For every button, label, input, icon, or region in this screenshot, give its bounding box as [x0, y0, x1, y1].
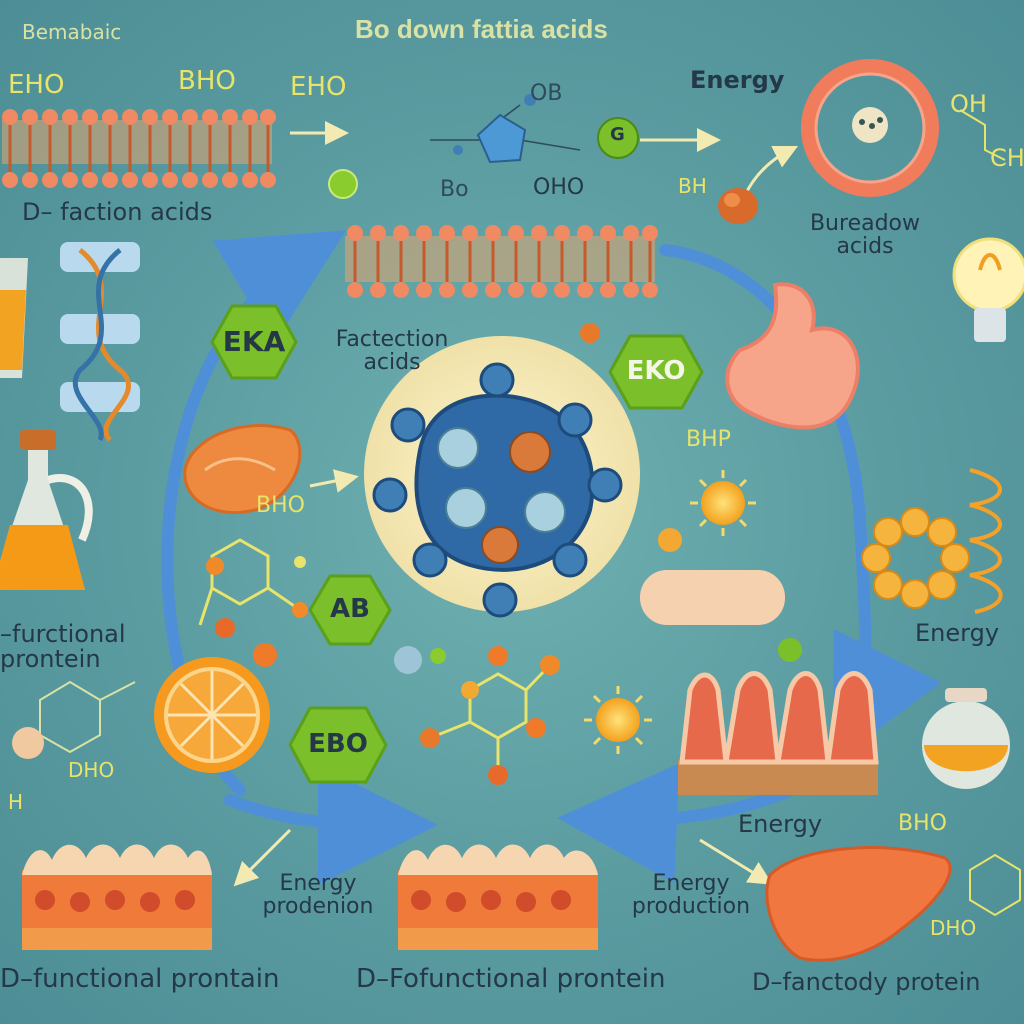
stomach [725, 282, 860, 430]
label-dho-left: DHO [68, 758, 115, 782]
bead-ring [861, 507, 970, 609]
sun-right [690, 470, 756, 536]
cycle-arrow-bottom-left [224, 764, 438, 885]
liver [765, 846, 952, 962]
label-functional-prontein-line1: –furctional [0, 620, 126, 648]
orange-bud [718, 188, 758, 224]
intestinal-villi-right [678, 671, 879, 795]
orange-slice [154, 657, 270, 773]
green-small-sphere [328, 169, 358, 199]
label-oho: OHO [533, 175, 585, 200]
label-bo: Bo [440, 177, 469, 202]
label-h: H [8, 790, 24, 814]
label-bho-3: BHO [898, 811, 947, 836]
label-bottom-2: D–Fofunctional prontein [356, 964, 666, 994]
badge-shapes [210, 304, 704, 784]
label-bhp: BHP [686, 427, 731, 452]
label-ch: CH [990, 144, 1024, 172]
label-energy-prodenion-line1: Energy [279, 871, 357, 896]
oil-bottle [0, 430, 93, 590]
label-eho-1: EHO [8, 70, 65, 100]
label-bho-2: BHO [256, 493, 305, 518]
badge-eka: EKA [222, 325, 286, 358]
label-breakdown-acids-line2: acids [836, 234, 894, 260]
label-eho-2: EHO [290, 72, 347, 102]
spring-coil [969, 468, 1003, 614]
hexagon-molecule-left-atoms [206, 556, 308, 667]
label-dho-right: DHO [930, 916, 977, 940]
sun-center-bottom [584, 686, 652, 754]
orange-dot-top [580, 323, 600, 343]
intestinal-villi-bottom-center [398, 844, 598, 950]
hexagon-lines-bottom-right [969, 853, 1021, 917]
label-bho-1: BHO [178, 66, 236, 96]
label-energy-prodenion: Energy prodenion [238, 872, 398, 918]
central-molecule-panel [364, 336, 640, 618]
label-energy-right: Energy [915, 619, 1000, 647]
badge-ebo: EBO [308, 729, 368, 759]
label-energy-prodenion-line2: prodenion [262, 894, 374, 920]
label-breakdown-acids: Bureadow acids [800, 212, 930, 258]
label-energy-production-line2: production [631, 894, 751, 920]
label-factection-acids-line1: Factection [335, 327, 449, 352]
label-functional-prontein-line2: prontein [0, 645, 101, 674]
label-ob: OB [530, 81, 563, 106]
label-bottom-3: D–fanctody protein [752, 968, 981, 996]
membrane-top-left [2, 109, 276, 188]
orange-organelle-left [183, 424, 302, 515]
green-g-sphere [597, 117, 639, 159]
beer-glass [0, 258, 28, 378]
label-faction-acids: D– faction acids [22, 198, 213, 226]
intestinal-villi-bottom-left [22, 844, 212, 950]
label-oh: OH [950, 90, 987, 118]
badge-ab: AB [330, 594, 370, 624]
hexagon-lines-left [39, 680, 136, 754]
top-flow-arrows [233, 121, 799, 887]
badge-eko: EKO [626, 356, 686, 386]
label-bottom-1: D–functional prontain [0, 964, 280, 994]
green-dot-right [778, 638, 802, 662]
label-energy-production-line1: Energy [652, 871, 730, 896]
sausage-shape [640, 570, 785, 625]
label-functional-prontein-left: –furctional prontein [0, 620, 126, 674]
honey-jar [922, 688, 1010, 789]
hexagon-molecule-left [198, 538, 301, 626]
ring-organelle [801, 59, 939, 197]
membrane-center [345, 225, 658, 298]
label-energy-top: Energy [690, 66, 785, 94]
cycle-arrow-right [659, 244, 941, 763]
dna-helix [60, 242, 140, 442]
label-breakdown-acids-line1: Bureadow [809, 211, 921, 236]
orange-dot-right [658, 528, 682, 552]
blue-molecule-top [430, 94, 581, 164]
pale-sphere [12, 727, 44, 759]
label-top-left: Bemabaic [22, 20, 122, 44]
label-energy-bottom: Energy [738, 810, 823, 838]
label-energy-production: Energy production [606, 872, 776, 918]
diagram-title: Bo down fattia acids [355, 14, 608, 44]
chemical-lines-top-right [959, 109, 1006, 161]
label-g: G [610, 124, 625, 145]
label-factection-acids: Factection acids [322, 328, 462, 374]
label-bh: BH [678, 174, 707, 198]
label-factection-acids-line2: acids [363, 350, 421, 376]
hexagon-molecule-center-atoms [394, 646, 560, 785]
lightbulb [952, 237, 1024, 342]
